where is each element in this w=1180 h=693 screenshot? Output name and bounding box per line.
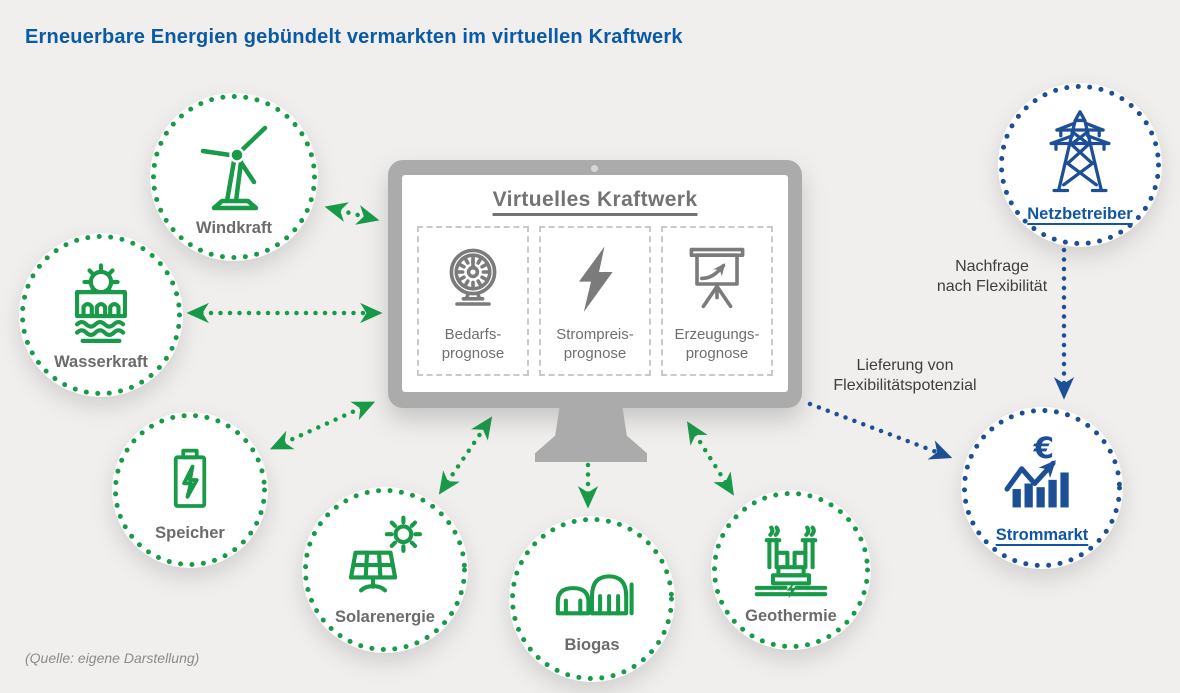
arrow-speicher-vpp (269, 401, 376, 450)
biogas-plant-icon (555, 573, 634, 615)
node-strommarkt: € Strommarkt (961, 407, 1123, 569)
node-speicher: Speicher (112, 412, 268, 568)
hydropower-dam-icon (75, 262, 127, 343)
node-label-solarenergie: Solarenergie (335, 607, 435, 626)
node-label-biogas: Biogas (564, 635, 620, 654)
node-label-wasserkraft: Wasserkraft (54, 352, 148, 371)
node-solarenergie: Solarenergie (302, 487, 468, 653)
panel-erzeugungsprognose: Erzeugungs- prognose (661, 226, 773, 376)
euro-bar-chart-icon: € (1004, 432, 1069, 507)
source-note: (Quelle: eigene Darstellung) (25, 650, 200, 666)
annotation-demand-flexibility: Nachfrage nach Flexibilität (936, 258, 1048, 295)
node-label-speicher: Speicher (155, 523, 225, 542)
vpp-title: Virtuelles Kraftwerk (492, 188, 698, 211)
node-wasserkraft: Wasserkraft (19, 233, 183, 397)
presentation-chart-icon (689, 247, 745, 308)
annotation-delivery-flexibility: Lieferung von Flexibilitätspotenzial (833, 357, 977, 394)
node-label-strommarkt: Strommarkt (995, 525, 1089, 544)
node-label-geothermie: Geothermie (745, 606, 837, 625)
lightning-icon (579, 245, 613, 312)
arrow-solarenergie-vpp (438, 416, 493, 495)
page-title: Erneuerbare Energien gebündelt vermarkte… (25, 26, 683, 48)
node-biogas: Biogas (509, 516, 675, 682)
arrow-vpp-strommarkt (807, 401, 953, 460)
monitor-camera-dot (591, 165, 598, 172)
wind-turbine-icon (200, 125, 268, 210)
panel-strompreisprognose: Strompreis- prognose (539, 226, 651, 376)
node-label-netzbetreiber: Netzbetreiber (1027, 204, 1133, 223)
panel-label: Strompreis- prognose (556, 325, 634, 362)
svg-text:€: € (1033, 432, 1054, 465)
battery-icon (173, 448, 207, 508)
monitor-stand (535, 407, 647, 462)
gauge-icon (449, 248, 497, 306)
solar-panel-sun-icon (348, 515, 423, 592)
node-geothermie: Geothermie (711, 490, 871, 650)
panel-bedarfsprognose: Bedarfs- prognose (417, 226, 529, 376)
node-windkraft: Windkraft (150, 93, 318, 261)
vpp-monitor: Virtuelles Kraftwerk (388, 160, 802, 408)
geothermal-plant-icon (754, 525, 828, 599)
node-netzbetreiber: Netzbetreiber (998, 83, 1162, 247)
panel-label: Bedarfs- prognose (441, 325, 505, 362)
arrow-windkraft-vpp (324, 202, 380, 225)
transmission-tower-icon (1049, 109, 1111, 192)
arrow-geothermie-vpp (686, 421, 735, 496)
node-label-windkraft: Windkraft (196, 218, 272, 237)
panel-label: Erzeugungs- prognose (674, 325, 760, 362)
vpp-screen: Virtuelles Kraftwerk (402, 175, 788, 392)
